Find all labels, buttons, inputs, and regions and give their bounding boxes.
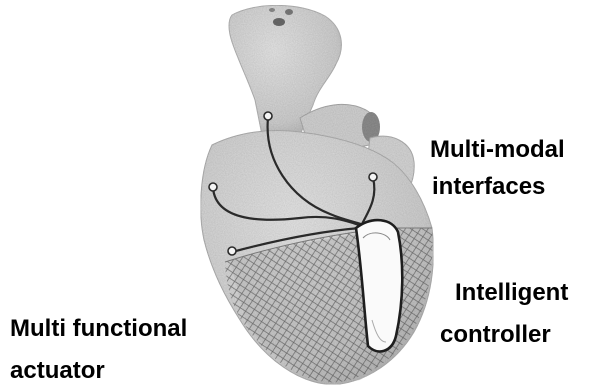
label-interfaces-line1: Multi-modal (430, 138, 565, 162)
label-actuator-line1: Multi functional (10, 317, 187, 341)
label-actuator-line2: actuator (10, 359, 105, 383)
electrode-node (369, 173, 377, 181)
label-controller-line2: controller (440, 323, 551, 347)
electrode-node (228, 247, 236, 255)
electrode-node (209, 183, 217, 191)
label-controller-line1: Intelligent (455, 281, 568, 305)
label-interfaces-line2: interfaces (432, 175, 545, 199)
electrode-node (264, 112, 272, 120)
